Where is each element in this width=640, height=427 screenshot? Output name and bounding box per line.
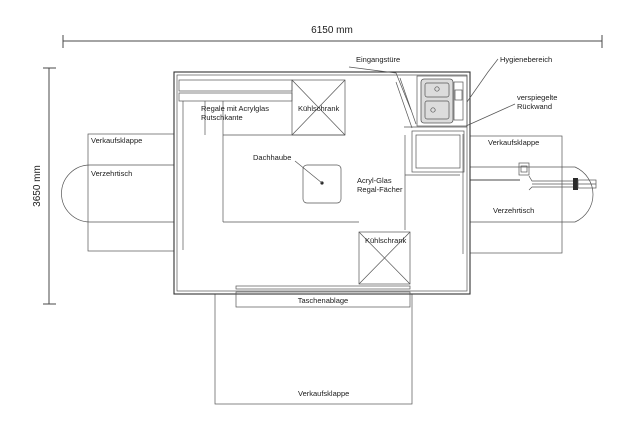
width-label: 6150 mm <box>311 25 353 36</box>
verspiegelte-label-line1: verspiegelte <box>517 93 557 102</box>
regale-label-line2: Rutschkante <box>201 113 243 122</box>
width-dimension: 6150 mm <box>62 25 603 48</box>
verspiegelte-label-line2: Rückwand <box>517 102 552 111</box>
verzehrtisch-left-label: Verzehrtisch <box>91 169 132 178</box>
regale-label-line1: Regale mit Acrylglas <box>201 104 269 113</box>
kuehlschrank-bottom-label: Kühlschrank <box>365 236 407 245</box>
drawbar <box>468 162 597 191</box>
taschenablage-label: Taschenablage <box>298 296 348 305</box>
taschenablage: Taschenablage <box>235 285 411 308</box>
right-sales-hatch: Verkaufsklappe Verzehrtisch <box>467 135 594 254</box>
acryl-label-line2: Regal-Fächer <box>357 185 403 194</box>
acryl-regal: Acryl-Glas Regal-Fächer <box>357 130 465 230</box>
left-sales-hatch: Verkaufsklappe Verzehrtisch <box>61 133 177 252</box>
eingangstuere-label: Eingangstüre <box>356 55 400 64</box>
hygiene-area <box>404 75 468 128</box>
right-annotations: Hygienebereich verspiegelte Rückwand <box>465 55 557 127</box>
verkaufsklappe-bottom-label: Verkaufsklappe <box>298 389 349 398</box>
verkaufsklappe-right-label: Verkaufsklappe <box>488 138 539 147</box>
acryl-label-line1: Acryl-Glas <box>357 176 392 185</box>
kuehlschrank-top: Kühlschrank <box>291 79 346 136</box>
kuehlschrank-top-label: Kühlschrank <box>298 104 340 113</box>
kuehlschrank-bottom: Kühlschrank <box>358 231 411 285</box>
eingangstuere: Eingangstüre <box>348 55 417 129</box>
dachhaube-label: Dachhaube <box>253 153 291 162</box>
dachhaube: Dachhaube <box>253 153 342 204</box>
height-label: 3650 mm <box>32 165 43 207</box>
verkaufsklappe-left-label: Verkaufsklappe <box>91 136 142 145</box>
hygienebereich-label: Hygienebereich <box>500 55 552 64</box>
verzehrtisch-right-label: Verzehrtisch <box>493 206 534 215</box>
height-dimension: 3650 mm <box>32 67 56 305</box>
bottom-sales-hatch: Verkaufsklappe <box>214 290 413 405</box>
